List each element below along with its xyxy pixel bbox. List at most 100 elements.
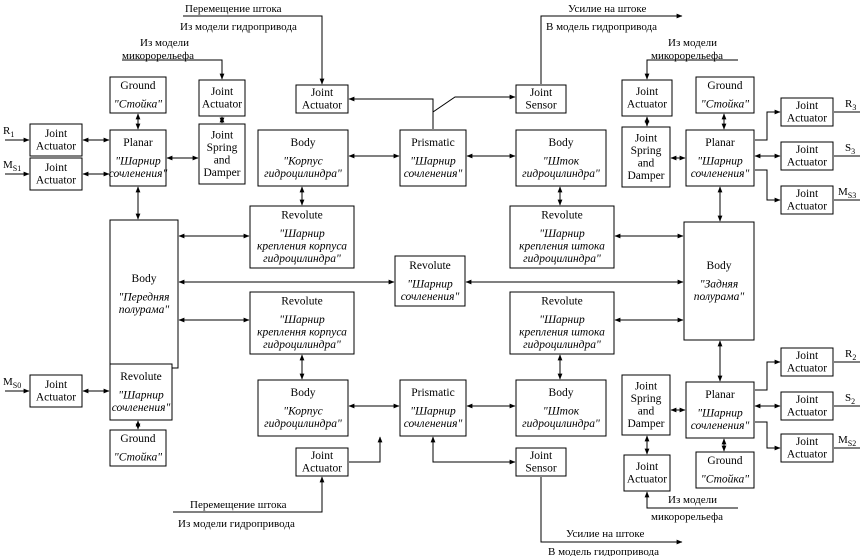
signal-R2: R2 — [845, 348, 856, 362]
block-groundR-text-0: Ground — [707, 80, 742, 92]
note-microR1: Из модели — [668, 37, 717, 49]
block-jaR_bot-text-0: Joint — [636, 461, 659, 473]
block-revCylBot-text-0: Revolute — [281, 296, 323, 308]
block-jaR_MS3-text-0: Joint — [796, 188, 819, 200]
block-jsdR-text-0: Joint — [635, 133, 658, 145]
block-bodyCylBot-text-3: гидроцилиндра" — [264, 418, 342, 430]
block-jaR_bot-text-1: Actuator — [627, 474, 667, 486]
block-revRodTop-text-3: крепления штока — [519, 241, 605, 253]
wire — [540, 477, 683, 545]
block-jaL_top-text-0: Joint — [211, 86, 234, 98]
block-jsBotC-text-0: Joint — [530, 450, 553, 462]
block-groundL: Ground "Стойка" — [109, 76, 167, 114]
block-bodyCylTop-text-0: Body — [291, 137, 316, 149]
block-bodyCylBot-text-2: "Корпус — [283, 405, 323, 417]
connection-lines — [5, 13, 860, 545]
note-microL2: микорорельефа — [122, 50, 194, 62]
block-groundLb-text-0: Ground — [120, 433, 155, 445]
block-revoluteL-text-3: сочленения" — [112, 402, 171, 414]
block-revCenter-text-0: Revolute — [409, 260, 451, 272]
block-jsdL-text-2: and — [214, 155, 231, 167]
wire — [644, 59, 738, 80]
note-microL1: Из модели — [140, 37, 189, 49]
block-revRodTop-text-4: гидроцилиндра" — [523, 253, 601, 265]
block-planarL-text-3: сочленения" — [109, 168, 168, 180]
block-jaR_MS2-text-1: Actuator — [787, 449, 827, 461]
block-bodyCylTop-text-2: "Корпус — [283, 155, 323, 167]
block-jaL_MS1-text-0: Joint — [45, 162, 68, 174]
note-topForce2: В модель гидропривода — [546, 21, 657, 33]
block-planarL-text-2: "Шарнир — [115, 155, 161, 167]
block-bodyRear-text-2: "Задняя — [700, 278, 739, 290]
note-microRb1: Из модели — [668, 494, 717, 506]
block-bodyRear-text-3: полурама" — [694, 291, 745, 303]
note-topMove2: Из модели гидропривода — [180, 21, 297, 33]
note-topForce1: Усилие на штоке — [568, 3, 646, 15]
block-bodyRear-text-0: Body — [707, 260, 732, 272]
block-bodyRodTop-text-2: "Шток — [543, 155, 580, 167]
block-groundL-text-2: "Стойка" — [114, 98, 162, 111]
signal-MS2: MS2 — [838, 434, 856, 448]
block-jaR_R2-text-1: Actuator — [787, 363, 827, 375]
block-revRodBot-text-2: "Шарнир — [539, 314, 585, 326]
block-planarR3-text-0: Planar — [705, 137, 735, 149]
block-jsdR2-text-3: Damper — [627, 418, 664, 430]
note-microR2: микорорельефа — [651, 50, 723, 62]
block-jaR_R2-text-0: Joint — [796, 350, 819, 362]
block-bodyCylTop-text-3: гидроцилиндра" — [264, 168, 342, 180]
block-bodyCylBot-text-0: Body — [291, 387, 316, 399]
block-planarR2-text-2: "Шарнир — [697, 407, 743, 419]
block-revCenter-text-3: сочленения" — [401, 291, 460, 303]
signal-S3: S3 — [845, 142, 855, 156]
block-revCylTop-text-3: крепления корпуса — [257, 241, 347, 253]
block-jsdR2-text-2: and — [638, 406, 655, 418]
block-jaL_R1-text-0: Joint — [45, 128, 68, 140]
wire — [348, 96, 434, 129]
block-revoluteL-text-2: "Шарнир — [118, 389, 164, 401]
block-jaBotC-text-1: Actuator — [302, 463, 342, 475]
block-jsBotC-text-1: Sensor — [525, 463, 556, 475]
signal-MS0: MS0 — [3, 376, 21, 390]
block-revCylTop-text-0: Revolute — [281, 210, 323, 222]
block-revRodBot-text-4: гидроцилиндра" — [523, 339, 601, 351]
signal-R3: R3 — [845, 98, 856, 112]
wire — [349, 436, 383, 463]
block-jaR_MS2-text-0: Joint — [796, 436, 819, 448]
wire — [183, 15, 325, 85]
wire — [122, 59, 225, 80]
note-botForce2: В модель гидропривода — [548, 546, 659, 556]
block-groundRb-text-2: "Стойка" — [701, 473, 749, 486]
block-jsdR2-text-0: Joint — [635, 381, 658, 393]
block-jaBotC-text-0: Joint — [311, 450, 334, 462]
block-jaR_R3-text-1: Actuator — [787, 113, 827, 125]
block-prismTop-text-0: Prismatic — [411, 137, 454, 149]
block-jaR_top-text-0: Joint — [636, 86, 659, 98]
block-groundR: Ground"Стойка" — [695, 76, 755, 114]
block-planarL-text-0: Planar — [123, 137, 153, 149]
wire — [173, 476, 325, 513]
block-jsTopC-text-1: Sensor — [525, 100, 556, 112]
block-groundRb-text-0: Ground — [707, 455, 742, 467]
block-jsdL-text-1: Spring — [207, 142, 238, 154]
wire — [430, 436, 516, 465]
block-groundL-text-0: Ground — [120, 80, 155, 92]
block-revCylTop-text-4: гидроцилиндра" — [263, 253, 341, 265]
